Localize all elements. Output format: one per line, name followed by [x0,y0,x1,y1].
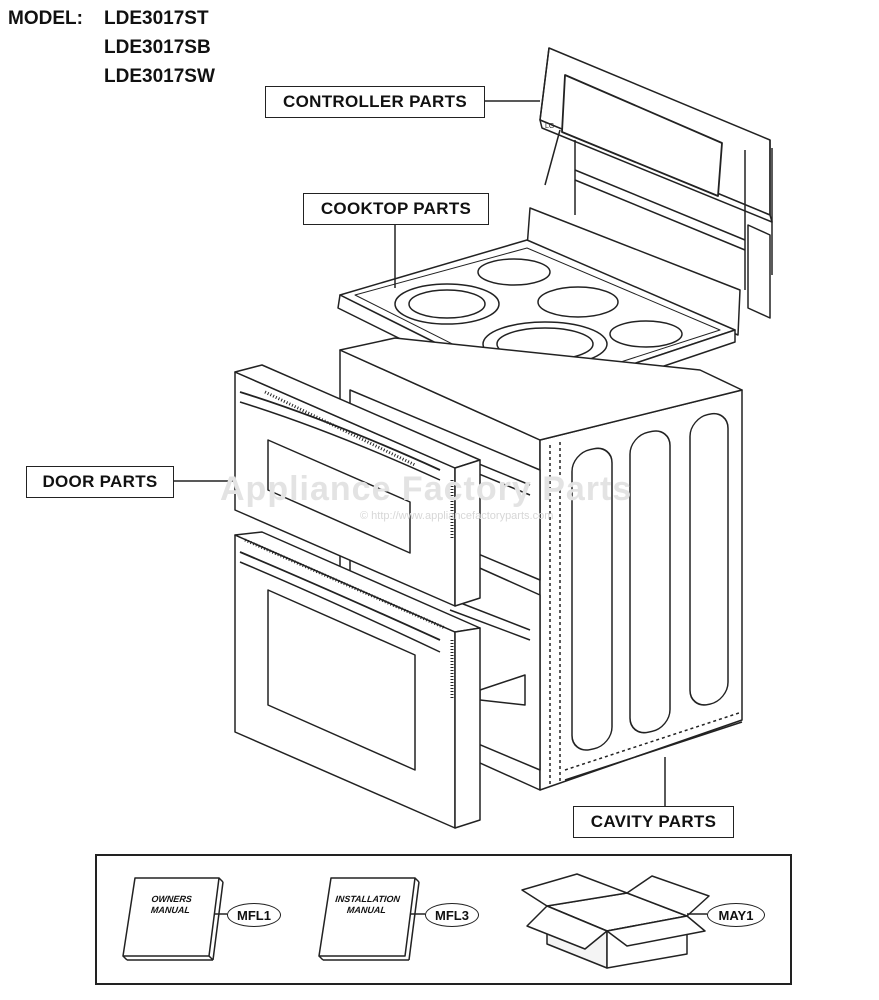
owners-manual-title: OWNERS MANUAL [150,894,193,915]
installation-manual-title: INSTALLATION MANUAL [334,894,401,915]
model-number-1: LDE3017ST [104,8,209,29]
svg-text:LG: LG [545,123,554,130]
model-header: MODEL: LDE3017ST LDE3017SB LDE3017SW [8,4,215,91]
model-label: MODEL: [8,8,83,29]
lower-door [234,531,481,829]
owners-manual-code[interactable]: MFL1 [227,903,281,927]
cavity-parts-label[interactable]: CAVITY PARTS [573,806,734,838]
controller-parts-label[interactable]: CONTROLLER PARTS [265,86,485,118]
door-parts-label[interactable]: DOOR PARTS [26,466,174,498]
installation-manual-code[interactable]: MFL3 [425,903,479,927]
watermark-url: © http://www.appliancefactoryparts.com [360,510,554,522]
box-code[interactable]: MAY1 [707,903,765,927]
upper-door [234,364,481,607]
accessories-drawing [122,873,710,969]
model-number-2: LDE3017SB [104,37,211,58]
cooktop-parts-label[interactable]: COOKTOP PARTS [303,193,489,225]
model-number-3: LDE3017SW [104,66,215,87]
accessories-box: OWNERS MANUAL MFL1 INSTALLATION MANUAL M… [95,854,792,985]
watermark: Appliance Factory Parts [220,470,633,508]
controller-panel: LG [539,47,773,319]
